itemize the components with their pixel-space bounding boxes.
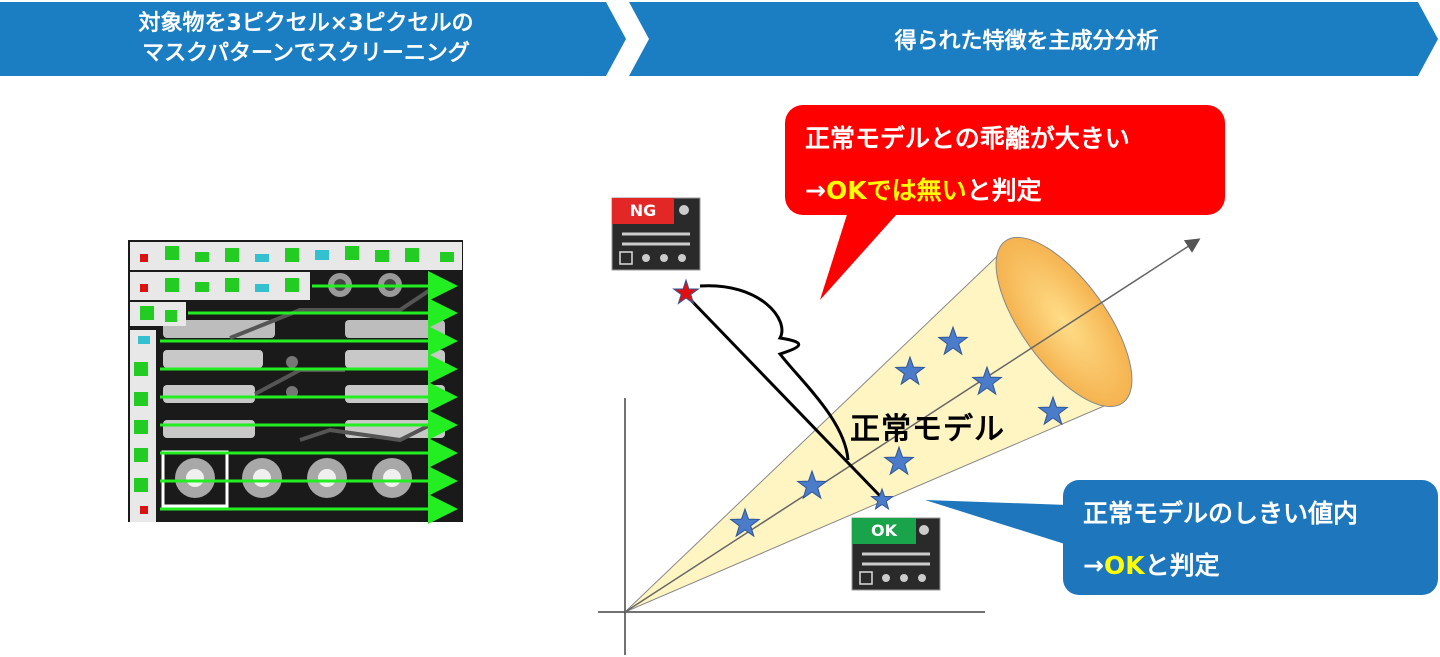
distance-line [683,292,884,500]
stars-group [672,278,1069,538]
normal-sample-star [729,507,761,538]
normal-sample-star [883,445,915,476]
ng-callout-arrow: → [805,176,826,205]
ng-badge: NG [612,198,674,224]
ok-callout: 正常モデルのしきい値内 →OKと判定 [1063,480,1438,595]
normal-sample-star [1037,395,1069,426]
normal-model-label: 正常モデル [850,412,1005,447]
normal-sample-star [971,365,1003,396]
header-step-2-title: 得られた特徴を主成分分析 [894,29,1159,54]
pcb-scan-image [128,240,463,524]
ok-badge: OK [852,518,916,544]
header-step-1-line1: 対象物を3ピクセル×3ピクセルの [138,11,474,36]
brace [699,284,850,461]
ok-callout-line1: 正常モデルのしきい値内 [1083,499,1359,528]
ok-callout-highlight: OK [1103,551,1145,580]
axes [598,398,985,655]
ng-callout-highlight: OKでは無い [825,176,967,205]
ok-callout-line2: →OKと判定 [1083,540,1418,592]
ng-callout-line2: →OKでは無いと判定 [805,165,1205,217]
ng-callout-tail [820,205,905,300]
header-step-2: 得られた特徴を主成分分析 [629,2,1438,76]
ng-callout-line1: 正常モデルとの乖離が大きい [805,124,1130,153]
header-step-1-line2: マスクパターンでスクリーニング [142,41,470,66]
header-step-1: 対象物を3ピクセル×3ピクセルの マスクパターンでスクリーニング [0,2,626,76]
ok-callout-tail [925,500,1068,545]
ng-sample-star [672,278,700,305]
ok-callout-rest: と判定 [1144,551,1220,580]
normal-sample-star [796,469,828,500]
ok-callout-arrow: → [1083,551,1104,580]
ng-callout: 正常モデルとの乖離が大きい →OKでは無いと判定 [785,105,1225,215]
principal-axis [624,238,1201,613]
normal-sample-star [937,325,969,356]
normal-sample-star [894,355,926,386]
ok-sample-star [870,487,894,511]
ng-callout-rest: と判定 [966,176,1042,205]
